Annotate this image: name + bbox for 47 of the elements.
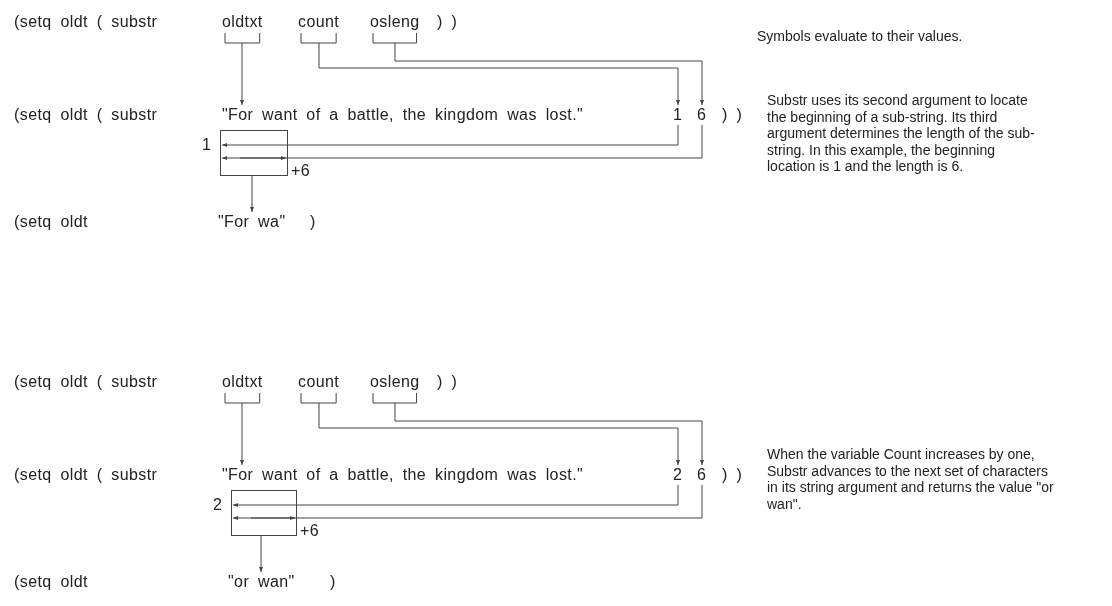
arrow [250, 175, 254, 213]
start-position: 2 [213, 496, 223, 514]
arrow [232, 484, 703, 520]
arrow [300, 32, 680, 106]
arrow [224, 392, 261, 466]
variable-name: osleng [370, 373, 420, 391]
arrow [224, 32, 261, 106]
argument-value: 6 [697, 106, 707, 124]
variable-name: count [298, 13, 340, 31]
arrow [300, 392, 680, 466]
code-text: (setq oldt ( substr [14, 106, 158, 124]
arrow [221, 124, 679, 147]
length-label: +6 [291, 162, 311, 180]
note-text: Symbols evaluate to their values. [757, 28, 964, 45]
argument-value: 2 [673, 466, 683, 484]
code-text: ) [330, 573, 336, 591]
length-label: +6 [300, 522, 320, 540]
code-text: (setq oldt [14, 573, 88, 591]
code-text: ) ) [437, 13, 458, 31]
code-text: (setq oldt ( substr [14, 466, 158, 484]
arrow [259, 535, 263, 573]
variable-name: oldtxt [222, 13, 263, 31]
code-text: ) ) [722, 106, 743, 124]
variable-name: osleng [370, 13, 420, 31]
argument-value: 1 [673, 106, 683, 124]
arrow [232, 484, 679, 507]
note-text: Substr uses its second argument to locate the beginning of a sub-string. Its third argument determines the length of the sub-string. In this example, the beginning location is 1 and the length is 6. [767, 92, 1036, 175]
code-text: ) ) [437, 373, 458, 391]
string-literal: "For want of a battle, the kingdom was lost." [222, 106, 584, 124]
substring-bracket [231, 490, 297, 536]
start-position: 1 [202, 136, 212, 154]
substring-bracket [220, 130, 288, 176]
code-text: (setq oldt ( substr [14, 373, 158, 391]
code-text: ) [310, 213, 316, 231]
argument-value: 6 [697, 466, 707, 484]
arrow [372, 392, 704, 466]
arrow [372, 32, 704, 106]
string-literal: "For want of a battle, the kingdom was lost." [222, 466, 584, 484]
code-text: (setq oldt ( substr [14, 13, 158, 31]
code-text: (setq oldt [14, 213, 88, 231]
variable-name: oldtxt [222, 373, 263, 391]
variable-name: count [298, 373, 340, 391]
note-text: When the variable Count increases by one, Substr advances to the next set of characters in its string argument and returns the value "or wan". [767, 446, 1055, 512]
result-string: "or wan" [228, 573, 295, 591]
code-text: ) ) [722, 466, 743, 484]
result-string: "For wa" [218, 213, 286, 231]
arrow [221, 124, 703, 160]
